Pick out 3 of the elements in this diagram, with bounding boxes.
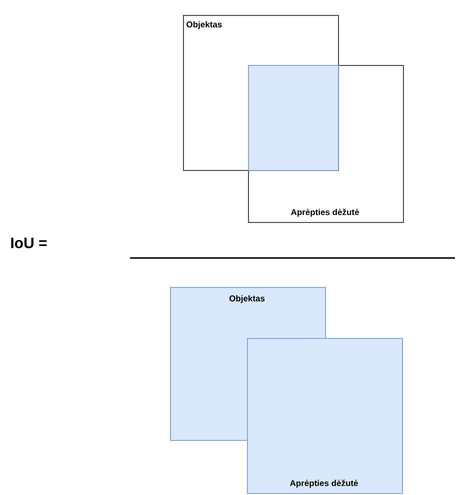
formula-label: IoU = [11,238,47,248]
shaded-box [248,65,339,171]
labeled-box: Aprėpties dėžutė [247,338,403,494]
